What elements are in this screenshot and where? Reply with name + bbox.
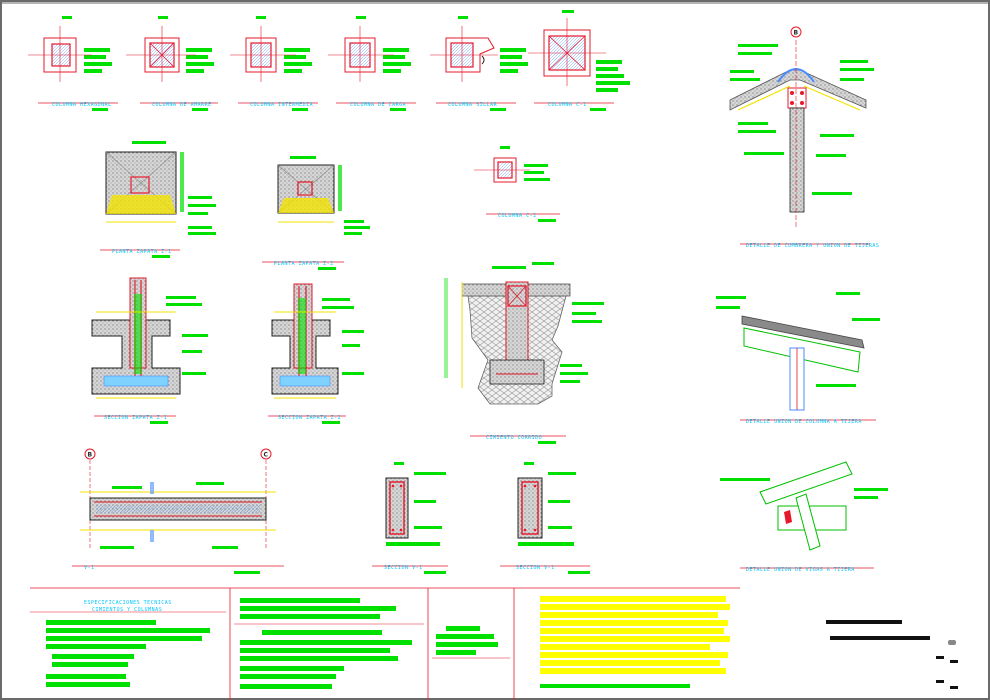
column-label-3: COLUMNA INTERMEDIA [250, 102, 313, 108]
rafter-column-label: DETALLE UNION DE COLUMNA A TIJERA [746, 419, 862, 425]
column-label-2: COLUMNA DE AMARRE [152, 102, 212, 108]
column-section-1: COLUMNA HEXAGONAL [28, 16, 118, 111]
beam-grid-c: C [264, 452, 269, 459]
beam-section-1-label: SECCION V-1 [384, 565, 423, 571]
notes-subtitle: CIMIENTOS Y COLUMNAS [92, 607, 162, 613]
footing-plan-z1: PLANTA ZAPATA Z-1 [100, 141, 216, 258]
ridge-grid-b: B [794, 30, 799, 37]
beam-elevation: B C V-1 [72, 448, 284, 574]
column-label-6: COLUMNA C-1 [548, 102, 587, 108]
column-label-5: COLUMNA SILLAR [448, 102, 498, 108]
strip-foundation-label: CIMIENTO CORRIDO [486, 435, 542, 441]
footing-plan-z2: PLANTA ZAPATA Z-2 [262, 156, 370, 270]
roof-ridge-label: DETALLE DE CUMBRERA Y UNION DE TIJERAS [746, 243, 879, 249]
column-label-1: COLUMNA HEXAGONAL [52, 102, 112, 108]
beam-label: V-1 [84, 565, 95, 571]
footing-section-z1-label: SECCION ZAPATA Z-1 [104, 415, 167, 421]
beam-joint-detail: DETALLE UNION DE VIGAS A TIJERA [720, 461, 888, 573]
column-section-2: COLUMNA DE AMARRE [126, 16, 218, 111]
footing-plan-z2-label: PLANTA ZAPATA Z-2 [274, 261, 334, 267]
column-section-3: COLUMNA INTERMEDIA [230, 16, 318, 111]
notes-title: ESPECIFICACIONES TECNICAS [84, 600, 172, 606]
beam-section-2-label: SECCION V-1 [516, 565, 555, 571]
footing-section-z1: SECCION ZAPATA Z-1 [91, 277, 208, 424]
rafter-column-detail: DETALLE UNION DE COLUMNA A TIJERA [716, 292, 880, 425]
column-c2-section: COLUMNA C-2 [474, 146, 560, 222]
beam-grid-b: B [88, 452, 93, 459]
beam-section-1: SECCION V-1 [372, 462, 448, 574]
title-block [826, 620, 958, 689]
column-c2-label: COLUMNA C-2 [498, 213, 537, 219]
column-label-4: COLUMNA DE CARGA [350, 102, 406, 108]
column-section-6: COLUMNA C-1 [528, 10, 630, 111]
strip-foundation-section: CIMIENTO CORRIDO [444, 262, 604, 444]
beam-section-2: SECCION V-1 [500, 462, 590, 574]
footing-section-z2: SECCION ZAPATA Z-2 [268, 283, 364, 424]
column-sections-row: COLUMNA HEXAGONAL COLUMNA DE AMARRE COL [28, 10, 630, 111]
footing-plan-z1-label: PLANTA ZAPATA Z-1 [112, 249, 172, 255]
column-section-4: COLUMNA DE CARGA [328, 16, 416, 111]
beam-joint-label: DETALLE UNION DE VIGAS A TIJERA [746, 567, 855, 573]
column-section-5: COLUMNA SILLAR [430, 16, 528, 111]
footing-section-z2-label: SECCION ZAPATA Z-2 [278, 415, 341, 421]
roof-ridge-detail: B DETALLE DE CUMBRERA Y UNION DE TIJERAS [729, 26, 879, 249]
notes-strip: ESPECIFICACIONES TECNICAS CIMIENTOS Y CO… [30, 587, 740, 700]
